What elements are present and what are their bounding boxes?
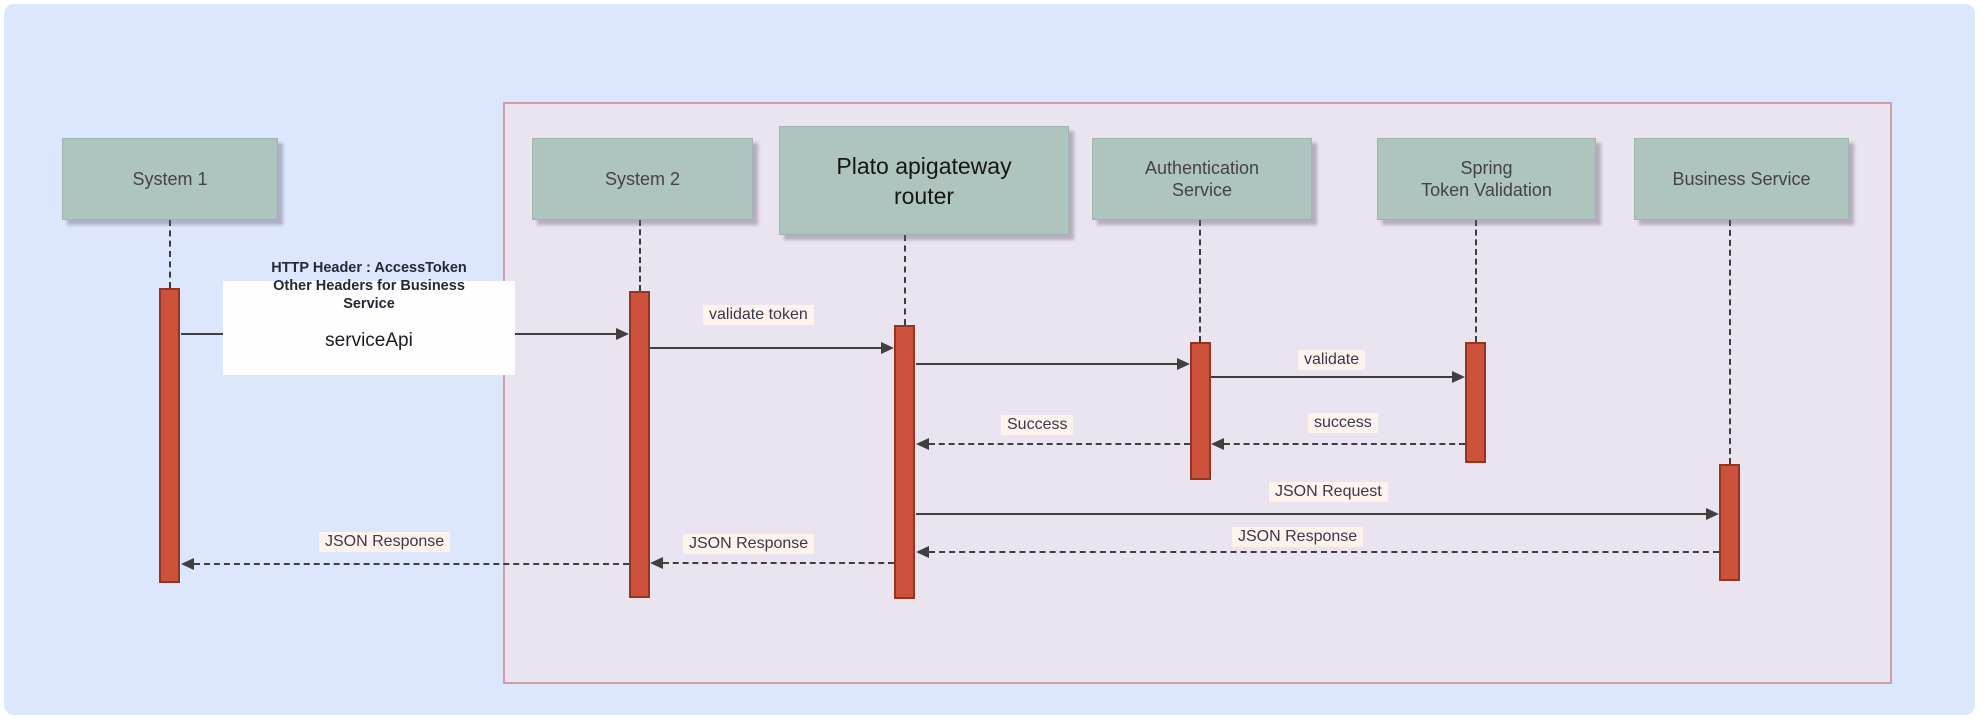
lifeline-plato-apigateway-router <box>904 235 906 325</box>
actor-plato-apigateway-router: Plato apigateway router <box>779 126 1069 235</box>
service-api-note <box>223 281 515 375</box>
actor-spring-token-validation: Spring Token Validation <box>1377 138 1596 220</box>
actor-authentication-label-line-2: Service <box>1171 180 1233 200</box>
arrow-success-spring-head-icon <box>1211 438 1224 450</box>
message-label-json-request: JSON Request <box>1269 482 1388 502</box>
message-label-success-spring: success <box>1308 413 1378 433</box>
lifeline-system-2 <box>639 220 641 291</box>
actor-plato-label-line-2: router <box>893 182 955 209</box>
activation-bar-authentication-service <box>1190 342 1211 480</box>
message-label-json-response-gateway: JSON Response <box>683 534 815 554</box>
arrow-gateway-to-auth-head-icon <box>1177 358 1190 370</box>
activation-bar-spring-token-validation <box>1465 342 1486 463</box>
actor-plato-label-line-1: Plato apigateway <box>836 152 1012 179</box>
note-line-2: Other Headers for Business <box>273 278 465 294</box>
arrow-validate-token-head-icon <box>881 342 894 354</box>
activation-bar-system-1 <box>159 288 180 583</box>
service-api-note-text: HTTP Header : AccessToken Other Headers … <box>223 259 515 313</box>
arrow-json-response-gateway-line <box>663 562 894 564</box>
arrow-serviceapi-head-icon <box>616 328 629 340</box>
message-label-validate-token: validate token <box>703 305 814 325</box>
actor-system-2: System 2 <box>532 138 753 220</box>
actor-business-service: Business Service <box>1634 138 1849 220</box>
lifeline-authentication-service <box>1199 220 1201 342</box>
actor-spring-label-line-1: Spring <box>1460 158 1513 178</box>
arrow-json-response-business-line <box>929 551 1719 553</box>
note-line-3: Service <box>343 296 395 312</box>
actor-business-service-label: Business Service <box>1672 169 1811 189</box>
message-label-json-response-business: JSON Response <box>1232 527 1364 547</box>
arrow-json-response-business-head-icon <box>916 546 929 558</box>
arrow-success-auth-line <box>929 443 1190 445</box>
lifeline-spring-token-validation <box>1475 220 1477 342</box>
arrow-gateway-to-auth-line <box>916 363 1177 365</box>
arrow-json-response-system2-head-icon <box>181 558 194 570</box>
actor-authentication-label-line-1: Authentication <box>1144 158 1260 178</box>
actor-authentication-service: Authentication Service <box>1092 138 1312 220</box>
actor-system-2-label: System 2 <box>604 169 681 189</box>
arrow-json-response-gateway-head-icon <box>650 557 663 569</box>
arrow-json-request-head-icon <box>1706 508 1719 520</box>
arrow-success-auth-head-icon <box>916 438 929 450</box>
activation-bar-system-2 <box>629 291 650 598</box>
arrow-validate-token-line <box>650 347 881 349</box>
actor-system-1: System 1 <box>62 138 278 220</box>
arrow-json-request-line <box>916 513 1706 515</box>
arrow-validate-line <box>1211 376 1452 378</box>
message-label-success-auth: Success <box>1001 415 1074 435</box>
activation-bar-plato-apigateway-router <box>894 325 915 599</box>
lifeline-system-1 <box>169 220 171 288</box>
arrow-validate-head-icon <box>1452 371 1465 383</box>
arrow-success-spring-line <box>1224 443 1465 445</box>
arrow-json-response-system2-line <box>194 563 629 565</box>
note-line-1: HTTP Header : AccessToken <box>271 260 467 276</box>
service-api-operation-label: serviceApi <box>325 330 413 351</box>
actor-spring-label-line-2: Token Validation <box>1421 180 1552 200</box>
message-label-validate: validate <box>1298 350 1366 370</box>
actor-system-1-label: System 1 <box>132 169 208 189</box>
lifeline-business-service <box>1729 220 1731 464</box>
activation-bar-business-service <box>1719 464 1740 581</box>
message-label-json-response-system2: JSON Response <box>319 532 451 552</box>
